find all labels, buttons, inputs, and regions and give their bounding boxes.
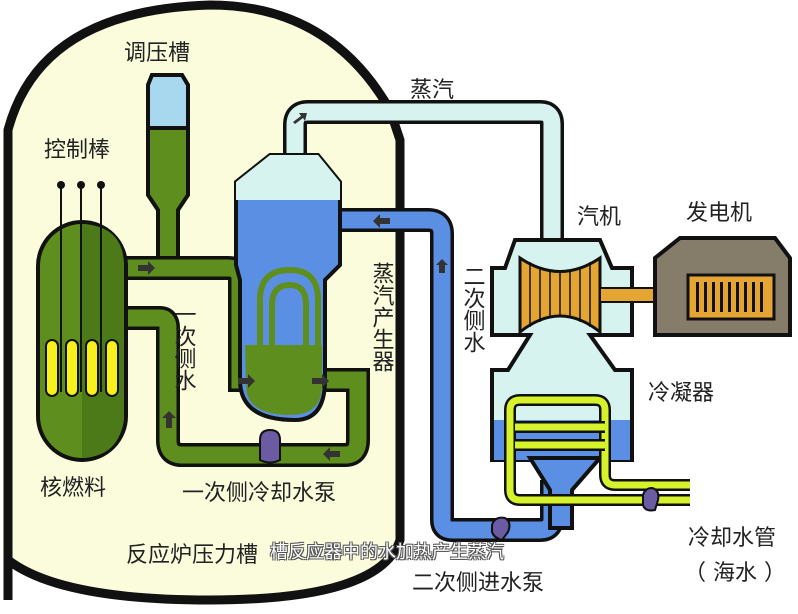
label-secondary-feed-pump: 二次侧进水泵 [412,571,544,596]
secondary-feed-pump-icon [491,516,511,542]
label-primary-water: 一次侧水 [171,303,197,391]
label-primary-pump: 一次侧冷却水泵 [182,481,336,506]
cooling-water-pipes [504,394,690,506]
arrow-up-right-icon [293,113,307,124]
label-control-rods: 控制棒 [44,138,110,163]
video-subtitle: 槽反应器中的水加热产生蒸汽 [270,542,504,563]
cooling-pump-icon [642,486,660,512]
label-seawater: （ 海水 ） [684,561,786,586]
label-pressurizer: 调压槽 [124,41,190,66]
steam-generator [234,153,342,423]
label-steam: 蒸汽 [410,78,454,103]
control-rods [57,181,105,392]
arrow-up-icon [162,411,176,428]
arrow-left-icon [373,214,390,228]
arrow-right-icon [238,374,255,388]
pressurizer [146,73,190,272]
label-cooling-pipe: 冷却水管 [688,526,776,551]
arrow-right-icon [138,261,155,275]
arrow-up-icon [436,259,448,273]
arrow-left-icon [323,447,340,461]
flow-arrows [138,113,448,461]
steam-pipe [283,100,564,260]
label-nuclear-fuel: 核燃料 [40,476,106,501]
label-condenser: 冷凝器 [648,381,714,406]
label-steam-generator: 蒸汽产生器 [369,262,395,372]
label-reactor-vessel: 反应炉压力槽 [126,543,258,568]
label-turbine: 汽机 [577,205,621,230]
label-secondary-water: 二次侧水 [460,265,486,353]
generator [653,236,792,337]
label-generator: 发电机 [686,201,752,226]
primary-pump-icon [259,428,281,464]
arrow-right-icon [312,374,329,388]
fuel-rods [45,339,119,397]
